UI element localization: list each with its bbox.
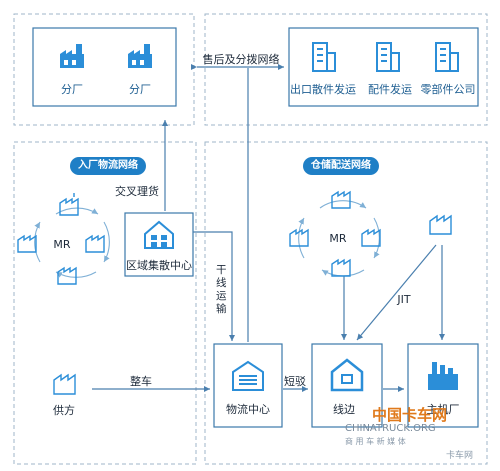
edge-jit-to-line: [356, 244, 437, 341]
supplier-factory-icon: [85, 234, 105, 253]
node-line-side: 线边: [333, 403, 355, 416]
node-export-ckd: 出口散件发运: [290, 83, 356, 96]
line-side-icon: [330, 358, 364, 392]
region-inbound: [13, 141, 197, 465]
node-branch-factory-1: 分厂: [61, 83, 83, 96]
node-logistics-center: 物流中心: [226, 403, 270, 416]
edge-label-cross-dock: 交叉理货: [115, 185, 159, 198]
edge-label-full-truck: 整车: [130, 375, 152, 388]
region-top-left: [13, 13, 195, 126]
edge-label-after-sales: 售后及分拨网络: [202, 53, 280, 66]
supplier-factory-icon: [289, 228, 309, 247]
factory-icon: [128, 44, 152, 68]
supplier-factory-icon: [59, 193, 79, 216]
edge-trunk-line: [193, 231, 235, 341]
mr-left-arc-2: [103, 221, 110, 263]
supplier-factory-icon: [17, 234, 37, 253]
node-mr-right: MR: [329, 232, 347, 245]
watermark-site: CHINATRUCK.ORG: [345, 423, 436, 434]
edge-label-short-haul: 短驳: [284, 375, 306, 388]
supplier-factory-icon: [361, 228, 381, 247]
office-building-icon: [435, 42, 459, 72]
node-mr-left: MR: [53, 238, 71, 251]
region-warehouse: [204, 141, 488, 465]
mr-left-arc-1: [55, 207, 99, 215]
mr-right-arc-4: [298, 217, 305, 259]
supplier-factory-icon: [57, 266, 77, 285]
mr-left-arc-4: [34, 221, 41, 263]
box-branch-factories: [32, 27, 177, 107]
watermark-account: 卡车网: [446, 451, 474, 461]
warehouse-house-icon: [144, 220, 174, 249]
watermark-tagline: 商 用 车 新 媒 体: [345, 437, 406, 446]
supplier-factory-icon: [53, 373, 76, 395]
node-branch-factory-2: 分厂: [129, 83, 151, 96]
section-warehouse-network: 仓储配送网络: [303, 157, 379, 175]
box-regional-hub: [124, 212, 194, 277]
office-building-icon: [312, 42, 336, 72]
section-inbound-network: 入厂物流网络: [70, 157, 146, 175]
edge-label-jit: JIT: [397, 293, 411, 306]
node-main-plant: 主机厂: [426, 403, 460, 416]
mr-right-arc-3: [321, 269, 365, 277]
box-after-sales-units: [288, 27, 479, 107]
mr-right-arc-2: [373, 217, 380, 259]
supplier-factory-icon: [331, 258, 351, 277]
edge-label-trunk-line: 干线运输: [216, 264, 227, 315]
supplier-factory-icon: [429, 214, 452, 235]
main-plant-icon: [428, 362, 458, 390]
box-line-side: [311, 343, 383, 428]
node-regional-hub: 区域集散中心: [126, 259, 192, 272]
box-logistics-center: [213, 343, 283, 428]
box-main-plant: [407, 343, 479, 428]
office-building-icon: [376, 42, 400, 72]
factory-icon: [60, 44, 84, 68]
watermark-brand: 中国卡车网: [372, 406, 448, 424]
supplier-factory-icon: [331, 190, 351, 209]
node-parts-shipping: 配件发运: [368, 83, 412, 96]
node-supplier: 供方: [53, 404, 75, 417]
warehouse-garage-icon: [232, 360, 264, 391]
mr-right-arc-1: [319, 200, 367, 209]
node-parts-company: 零部件公司: [420, 83, 476, 96]
